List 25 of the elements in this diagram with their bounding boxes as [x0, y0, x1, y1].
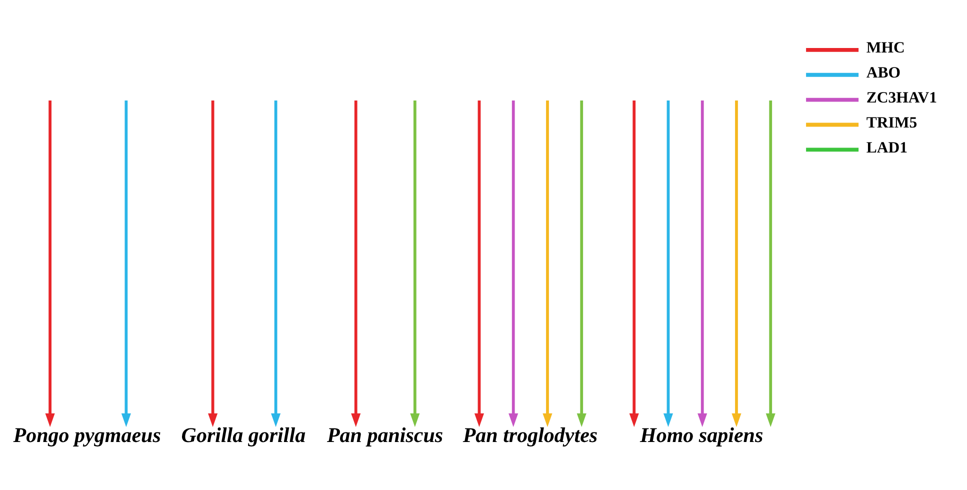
legend-label: ABO	[866, 64, 901, 82]
legend-label: TRIM5	[866, 114, 918, 132]
arrow	[732, 100, 742, 427]
arrow	[474, 100, 484, 427]
arrow	[351, 100, 361, 427]
arrow	[410, 100, 420, 427]
arrow	[663, 100, 674, 427]
arrow	[271, 100, 281, 427]
node-text: Pan troglodytes	[462, 422, 598, 447]
arrow	[629, 100, 639, 427]
arrow	[121, 100, 131, 427]
arrow	[508, 100, 518, 427]
arrow	[576, 100, 586, 427]
arrow	[208, 100, 218, 427]
arrow	[766, 100, 776, 427]
arrow	[698, 100, 708, 427]
arrow	[542, 100, 552, 427]
node-text: Gorilla gorilla	[181, 422, 306, 447]
node-text: Pan paniscus	[326, 422, 444, 447]
legend-label: LAD1	[866, 138, 908, 156]
node-text: Pongo pygmaeus	[13, 422, 161, 447]
legend-label: MHC	[866, 39, 905, 56]
arrow	[45, 100, 55, 427]
node-text: Homo sapiens	[640, 422, 764, 447]
legend-label: ZC3HAV1	[866, 89, 938, 106]
